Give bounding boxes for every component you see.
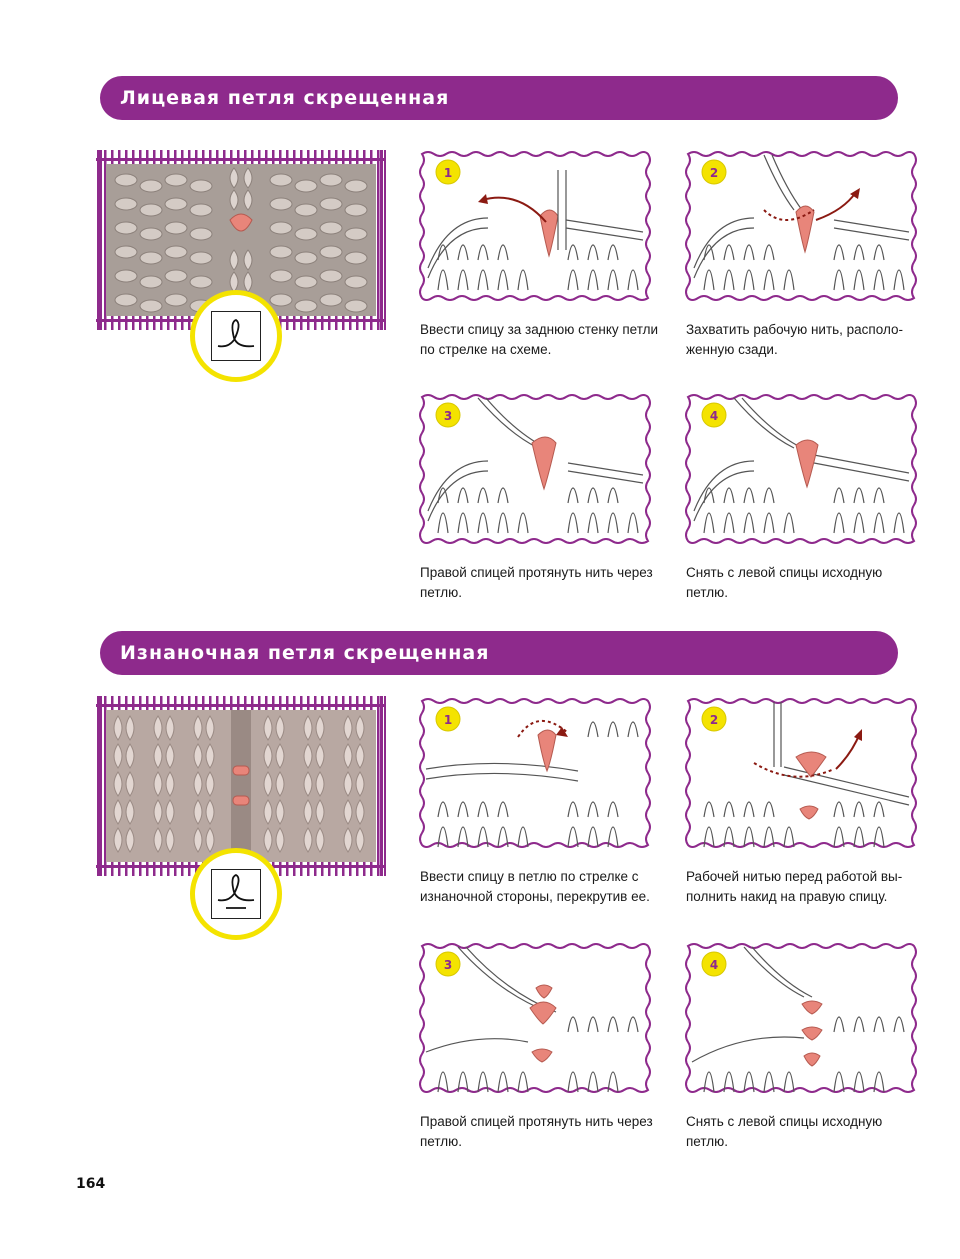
purl-step-2-diagram: 2 [684,697,922,853]
knit-step-4-diagram: 4 [684,393,922,549]
section-title-purl: Изнаночная петля скрещенная [100,631,898,675]
knit-step-1-number: 1 [444,166,452,180]
knit-step-3-caption: Правой спицей протянуть нить через петлю… [420,563,660,603]
knit-step-4-caption: Снять с левой спицы исходную петлю. [686,563,926,603]
purl-step-1-diagram: 1 [418,697,656,853]
purl-symbol-badge [190,848,282,940]
knit-step-3-diagram: 3 [418,393,656,549]
crossed-purl-loop-symbol-icon [211,869,261,919]
purl-step-1-caption: Ввести спицу в петлю по стрелке с изнано… [420,867,660,907]
purl-step-3-diagram: 3 [418,942,656,1098]
purl-step-1-number: 1 [444,713,452,727]
knit-step-3-number: 3 [444,409,452,423]
purl-step-4-diagram: 4 [684,942,922,1098]
knit-step-1-caption: Ввести спицу за заднюю стенку петли по с… [420,320,660,360]
knit-step-2-caption: Захватить рабочую нить, располо-женную с… [686,320,926,360]
crossed-knit-loop-symbol-icon [211,311,261,361]
knit-step-2-number: 2 [710,166,718,180]
purl-step-4-caption: Снять с левой спицы исходную петлю. [686,1112,926,1152]
purl-step-3-number: 3 [444,958,452,972]
section-title-knit: Лицевая петля скрещенная [100,76,898,120]
knit-step-4-number: 4 [710,409,718,423]
knit-symbol-badge [190,290,282,382]
purl-step-4-number: 4 [710,958,718,972]
purl-step-3-caption: Правой спицей протянуть нить через петлю… [420,1112,660,1152]
knit-step-1-diagram: 1 [418,150,656,306]
purl-step-2-caption: Рабочей нитью перед работой вы-полнить н… [686,867,926,907]
knit-step-2-diagram: 2 [684,150,922,306]
purl-step-2-number: 2 [710,713,718,727]
page-number: 164 [76,1176,105,1192]
